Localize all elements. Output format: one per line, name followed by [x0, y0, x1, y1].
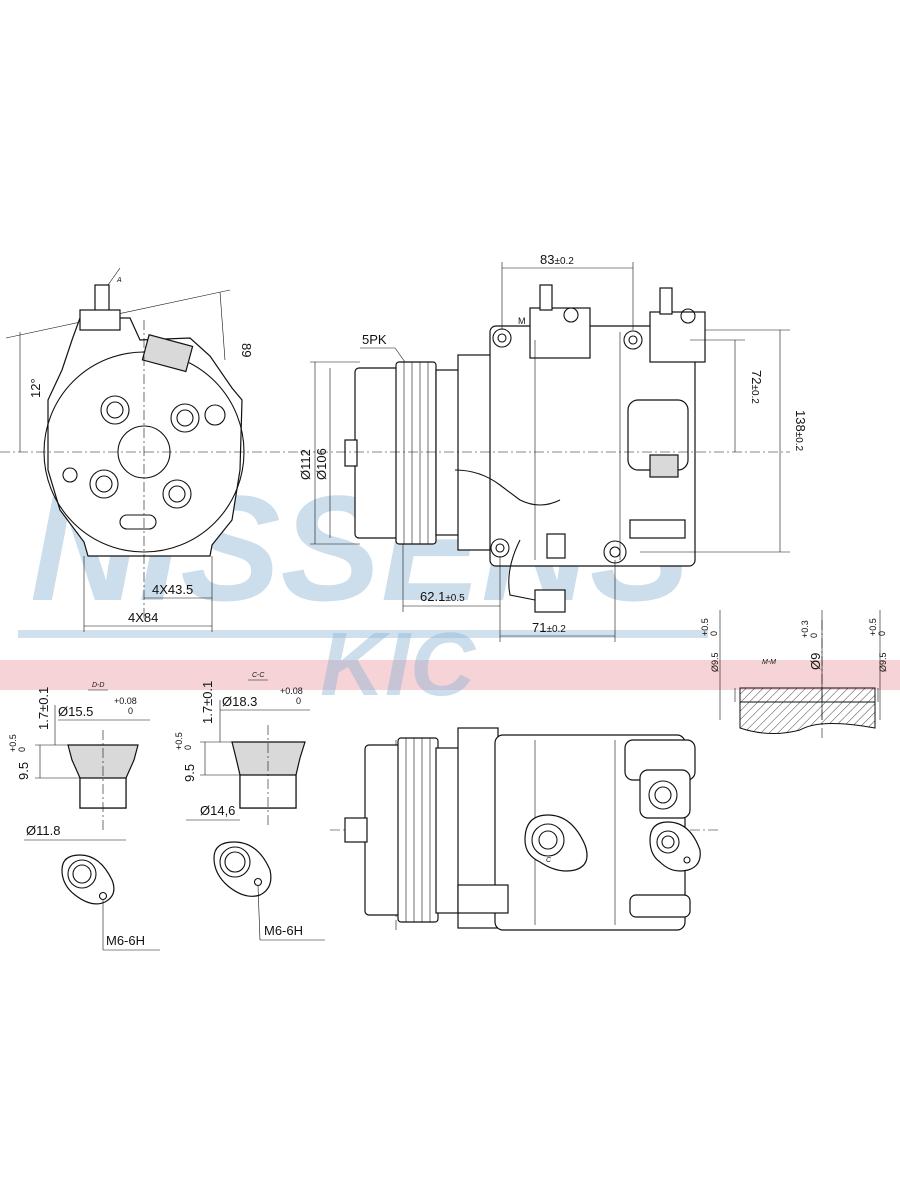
cc-dim-bore: Ø18.3: [222, 694, 257, 709]
cc-dim-depth: 9.5: [182, 764, 197, 782]
cc-dim-bottom: Ø14,6: [200, 803, 235, 818]
mm-dim-center: Ø9: [808, 653, 823, 670]
dd-dim-top: 1.7±0.1: [36, 687, 51, 730]
section-mm-label: M-M: [762, 659, 776, 666]
section-dd-label: D-D: [92, 682, 104, 689]
mm-dim-right-tol-lower: 0: [877, 631, 887, 636]
front-section-mark: A: [116, 277, 122, 284]
mm-dim-center-tol-lower: 0: [809, 633, 819, 638]
bottom-view: C: [330, 727, 720, 931]
dd-tol-lower: 0: [128, 706, 133, 716]
section-mm: M-M Ø9.5 +0.5 0 Ø9 +0.3 0 Ø9.5 +0.5 0: [700, 610, 888, 740]
mm-dim-right-tol-upper: +0.5: [868, 618, 878, 636]
cc-thread: M6-6H: [264, 923, 303, 938]
bottom-section-mark: C: [546, 857, 552, 864]
side-section-mark: M: [518, 316, 526, 326]
side-dim-total-height: 138±0.2: [793, 410, 808, 452]
cc-dim-top: 1.7±0.1: [200, 681, 215, 724]
mm-dim-center-tol-upper: +0.3: [800, 620, 810, 638]
side-dim-pulley-offset: 62.1±0.5: [420, 589, 465, 604]
cc-tol-upper: +0.08: [280, 686, 303, 696]
cc-depth-tol-lower: 0: [183, 745, 193, 750]
front-dim-height: 89: [239, 343, 254, 357]
section-cc: C-C Ø18.3 +0.08 0 1.7±0.1 9.5 +0.5 0 Ø14…: [174, 672, 325, 941]
watermark-band: [0, 660, 900, 690]
mm-dim-right: Ø9.5: [878, 652, 888, 672]
dd-depth-tol-lower: 0: [17, 747, 27, 752]
mm-dim-left-tol-lower: 0: [709, 631, 719, 636]
mm-dim-left: Ø9.5: [710, 652, 720, 672]
watermark-line: [18, 630, 708, 638]
dd-dim-bore: Ø15.5: [58, 704, 93, 719]
section-dd: D-D Ø15.5 +0.08 0 1.7±0.1 9.5 +0.5 0 Ø11…: [8, 682, 160, 951]
dd-tol-upper: +0.08: [114, 696, 137, 706]
cc-tol-lower: 0: [296, 696, 301, 706]
belt-label: 5PK: [362, 332, 387, 347]
side-dim-top-width: 83±0.2: [540, 252, 574, 267]
front-view: A 12° 89 4X43.5 4X84: [0, 267, 300, 632]
dd-depth-tol-upper: +0.5: [8, 734, 18, 752]
side-dim-diameter-outer: Ø112: [298, 449, 313, 480]
watermark-sub: KIC: [320, 615, 477, 715]
front-dim-width-inner: 4X43.5: [152, 582, 193, 597]
dd-dim-depth: 9.5: [16, 762, 31, 780]
dd-dim-bottom: Ø11.8: [26, 823, 60, 838]
section-cc-label: C-C: [252, 672, 265, 679]
cc-depth-tol-upper: +0.5: [174, 732, 184, 750]
side-dim-diameter-inner: Ø106: [314, 448, 329, 480]
dd-thread: M6-6H: [106, 933, 145, 948]
mm-dim-left-tol-upper: +0.5: [700, 618, 710, 636]
front-dim-width-outer: 4X84: [128, 610, 158, 625]
side-dim-bottom-width: 71±0.2: [532, 620, 566, 635]
side-dim-port-height: 72±0.2: [749, 370, 764, 404]
side-view: M 5PK Ø112 Ø106 83±0.2 72±0.2 138±0.2 62…: [298, 252, 808, 642]
front-dim-angle: 12°: [28, 378, 43, 398]
